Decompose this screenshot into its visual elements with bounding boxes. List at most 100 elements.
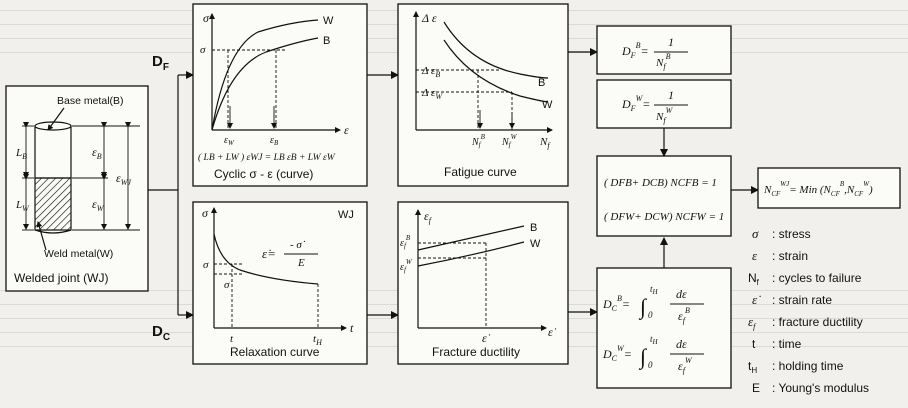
ductility-b-label: B [530,222,537,234]
svg-text:E: E [752,381,760,395]
cyclic-eps-b: εB [270,135,279,147]
ductility-curve-w [417,241,525,267]
svg-text:1: 1 [668,35,674,49]
svg-text:DCW=: DCW= [602,344,632,363]
curve-w-label: W [323,15,334,27]
eps-b-label: εB [92,145,102,161]
cyclic-curve-panel: σ ε W B σ εW εB ( LB + LW ) εWJ = LB εB … [192,3,368,187]
svg-text:σ: σ [752,226,759,241]
relaxation-curve-panel: WJ σ t σ σ̇ t tH ε̇= - σ̇ E Relaxation c… [192,201,368,365]
legend-item: Nf : cycles to failure [748,271,862,287]
svg-text:ε: ε [752,248,758,263]
eps-w-label: εW [92,197,105,213]
fatigue-curve-w [443,39,549,103]
relax-t-tick: t [230,333,234,345]
cyclic-eps-w: εW [224,135,235,147]
svg-text:: stress: : stress [772,227,811,241]
interaction-sum-box: ( DFB+ DCB) NCFB = 1 ( DFW+ DCW) NCFW = … [596,155,732,237]
welded-joint-caption: Welded joint (WJ) [14,271,108,285]
df-branch-label: DF [152,53,169,73]
svg-text:tH: tH [650,334,659,346]
sum-w-formula: ( DFW+ DCW) NCFW = 1 [604,211,724,223]
welded-joint-panel: Base metal(B) Weld metal(W) LB LW εB εW … [5,85,149,292]
ductility-x-tick: ε̇ [482,331,491,345]
base-metal-label: Base metal(B) [57,95,124,107]
svg-text:DCB=: DCB= [602,294,630,313]
df-b-formula-box: DFB= 1 NfB [596,25,732,75]
relax-x-axis: t [350,321,354,335]
weld-metal-region [34,177,72,231]
cyclic-caption: Cyclic σ - ε (curve) [214,167,313,181]
svg-text:∫: ∫ [638,344,648,370]
legend-item: ε : strain [752,248,808,263]
ef-w-tick: εfW [400,258,413,274]
svg-text:t: t [752,337,756,351]
svg-text:: fracture ductility: : fracture ductility [772,315,863,329]
nf-b-tick: NfB [471,133,486,149]
fatigue-b-label: B [538,77,545,89]
ductility-w-label: W [530,238,541,250]
symbol-legend: σ : stress ε : strain Nf : cycles to fai… [748,226,869,395]
cyclic-sigma-tick: σ [200,44,206,56]
relaxation-curve [213,233,319,285]
svg-text:εfW: εfW [678,356,693,375]
svg-text:0: 0 [648,360,653,370]
svg-text:dε: dε [676,337,687,351]
svg-text:DFB=: DFB= [621,41,649,60]
svg-text:εf: εf [748,314,757,331]
curve-b [211,37,319,131]
cyclic-y-axis: σ [203,11,210,25]
fatigue-curve-panel: Δ ε B W Δ εB Δ εW NfB NfW Nf Fatigue cur… [397,3,569,187]
base-metal-region [34,125,72,179]
eps-wj-label: εWJ [116,171,131,187]
fatigue-w-label: W [542,99,553,111]
ef-b-tick: εfB [400,234,411,250]
df-w-formula-box: DFW= 1 NfW [596,79,732,129]
svg-text:: strain rate: : strain rate [772,293,832,307]
svg-text:εfB: εfB [678,306,690,325]
svg-text:: Young's modulus: : Young's modulus [772,381,869,395]
relax-sigma-tick: σ [203,259,209,271]
relax-formula-den: E [297,257,305,269]
legend-item: tH : holding time [748,359,844,375]
relax-y-axis: σ [202,206,209,220]
svg-text:Nf: Nf [748,271,760,287]
svg-text:NCFWJ= Min (NCFB,NCFW): NCFWJ= Min (NCFB,NCFW) [763,180,873,198]
curve-b-label: B [323,35,330,47]
svg-text:∫: ∫ [638,294,648,320]
fracture-ductility-panel: εf B W εfB εfW ε̇ ε̇ Fracture ductility [397,201,569,365]
relax-sigmadot-tick: σ̇ [224,279,233,291]
ncf-result-box: NCFWJ= Min (NCFB,NCFW) [757,167,901,209]
legend-item: εf : fracture ductility [748,314,863,331]
svg-text:: cycles to failure: : cycles to failure [772,271,862,285]
svg-text:DFW=: DFW= [621,94,650,113]
svg-text:dε: dε [676,287,687,301]
nf-w-tick: NfW [501,133,518,149]
relax-caption: Relaxation curve [230,345,320,359]
svg-text:tH: tH [748,359,757,375]
legend-item: E : Young's modulus [752,381,869,395]
svg-text:NfW: NfW [655,106,674,125]
svg-text:tH: tH [650,284,659,296]
legend-item: σ : stress [752,226,811,241]
svg-text:: strain: : strain [772,249,808,263]
fatigue-curve-b [443,21,549,79]
legend-item: ε̇ : strain rate [752,292,832,307]
svg-text:ε̇: ε̇ [752,292,761,307]
relax-formula-lhs: ε̇= [262,246,276,261]
svg-text:0: 0 [648,310,653,320]
legend-item: t : time [752,337,802,351]
weld-metal-label: Weld metal(W) [44,248,113,260]
ductility-caption: Fracture ductility [432,345,520,359]
ductility-y-axis: εf [424,209,433,225]
delta-eps-w: Δ εW [421,87,443,101]
svg-text:NfB: NfB [655,52,671,71]
lb-label: LB [15,147,27,161]
branch-arrows: DF DC [148,53,194,343]
relax-th-tick: tH [313,333,323,347]
curve-w [211,19,319,131]
relax-wj-tag: WJ [338,209,354,221]
cyclic-equation: ( LB + LW ) εWJ = LB εB + LW εW [198,152,336,163]
delta-eps-b: Δ εB [421,65,440,79]
